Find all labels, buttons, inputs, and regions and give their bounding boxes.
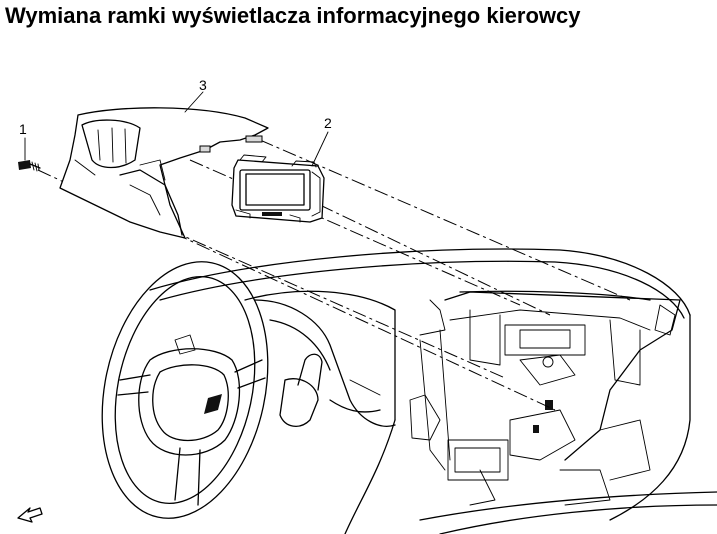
callout-1: 1	[19, 121, 27, 137]
steering-column	[254, 299, 396, 427]
callouts: 1 2 3	[19, 77, 332, 167]
page-title: Wymiana ramki wyświetlacza informacyjneg…	[5, 3, 581, 28]
cluster-cavity	[409, 291, 681, 506]
instrument-panel	[149, 248, 717, 534]
fastener-part-1	[18, 160, 41, 172]
orientation-arrow-icon	[17, 507, 43, 523]
callout-2: 2	[324, 115, 332, 131]
callout-3: 3	[199, 77, 207, 93]
cluster-bezel-part-3	[59, 107, 269, 239]
steering-wheel	[101, 261, 269, 519]
cluster-display-part-2	[231, 154, 325, 223]
